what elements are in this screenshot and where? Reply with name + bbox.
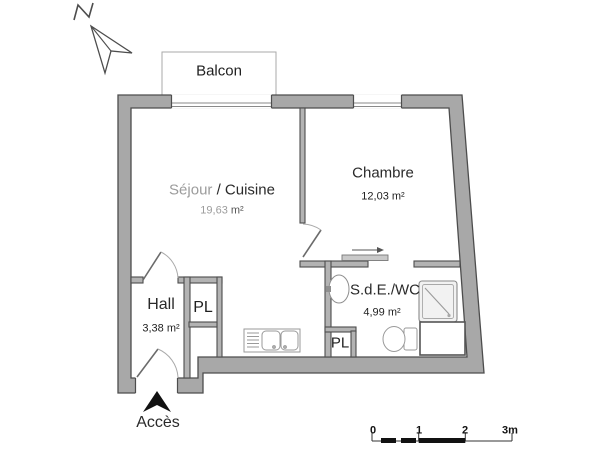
balcony-outline: [161, 51, 277, 96]
shower-icon: [418, 280, 458, 323]
scale-tick-1: 1: [415, 424, 423, 437]
access-arrow-icon: [143, 391, 171, 412]
scale-tick-3: 3m: [502, 424, 518, 437]
sejour-area: 19,63 m²: [200, 204, 244, 217]
sejour-label: Séjour / Cuisine: [169, 183, 275, 198]
interior-walls: [130, 107, 461, 379]
utility-box: [419, 321, 466, 356]
sink-drainboard: [247, 332, 259, 348]
sde-label: S.d.E./WC: [349, 281, 421, 299]
scale-bar: [371, 433, 513, 443]
hall-area: 3,38 m²: [142, 322, 180, 335]
chambre-area: 12,03 m²: [361, 190, 405, 203]
toilet-icon: [382, 326, 418, 352]
north-arrow-icon: [73, 2, 133, 76]
bedroom-door: [302, 223, 322, 258]
access-label: Accès: [136, 414, 180, 431]
chambre-label: Chambre: [352, 164, 414, 182]
exterior-walls: [117, 94, 485, 394]
balcony-window: [170, 94, 273, 109]
washbasin-icon: [326, 274, 350, 304]
kitchen-sink-icon: [243, 328, 301, 353]
hall-closet-label: PL: [193, 299, 213, 316]
scale-tick-2: 2: [461, 424, 469, 437]
entrance-opening: [134, 377, 179, 394]
sejour-area-value: 19,63: [200, 204, 231, 217]
balcony-label: Balcon: [196, 62, 242, 80]
sejour-label-dark: / Cuisine: [216, 181, 275, 199]
hall-label: Hall: [147, 296, 175, 313]
sejour-label-light: Séjour: [169, 181, 217, 199]
entrance-door: [136, 348, 179, 378]
sejour-area-unit: m²: [230, 204, 244, 217]
sde-area: 4,99 m²: [363, 306, 401, 319]
hall-top-door: [142, 251, 179, 281]
bathroom-sliding-door: [341, 247, 389, 261]
bedroom-window: [352, 94, 403, 109]
bath-closet-label: PL: [330, 334, 350, 352]
scale-tick-0: 0: [369, 424, 377, 437]
